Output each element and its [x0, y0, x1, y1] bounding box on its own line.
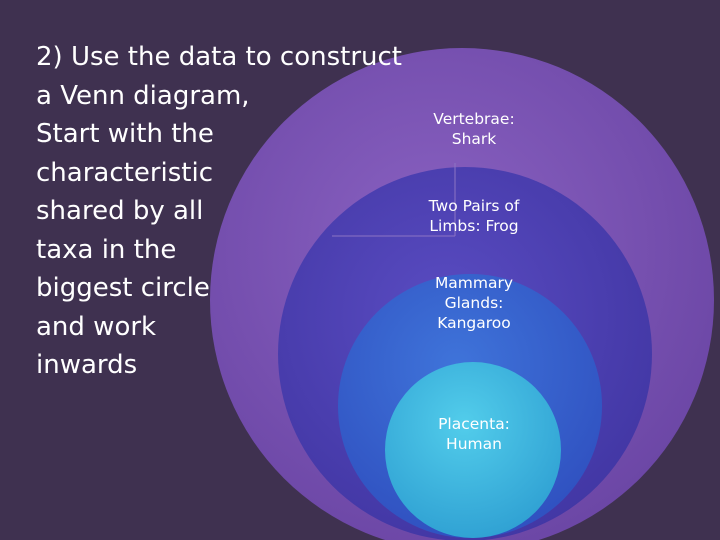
instruction-line: Start with the	[36, 119, 214, 149]
instruction-line: biggest circle	[36, 273, 210, 303]
instruction-line: a Venn diagram,	[36, 80, 250, 111]
label-mammary-glands-kangaroo: Mammary Glands: Kangaroo	[434, 274, 514, 332]
instruction-line: inwards	[36, 350, 138, 380]
instruction-line: 2) Use the data to construct	[36, 42, 402, 72]
instruction-text: 2) Use the data to construct a Venn diag…	[36, 38, 406, 385]
instruction-line: taxa in the	[36, 234, 177, 265]
label-placenta-human: Placenta: Human	[438, 415, 510, 453]
instruction-line: shared by all	[36, 196, 204, 226]
label-two-pairs-limbs-frog: Two Pairs of Limbs: Frog	[428, 197, 520, 235]
instruction-line: and work	[36, 311, 157, 342]
instruction-line: characteristic	[36, 157, 213, 188]
venn-circle-inner	[385, 362, 561, 538]
label-vertebrae-shark: Vertebrae: Shark	[433, 110, 515, 148]
